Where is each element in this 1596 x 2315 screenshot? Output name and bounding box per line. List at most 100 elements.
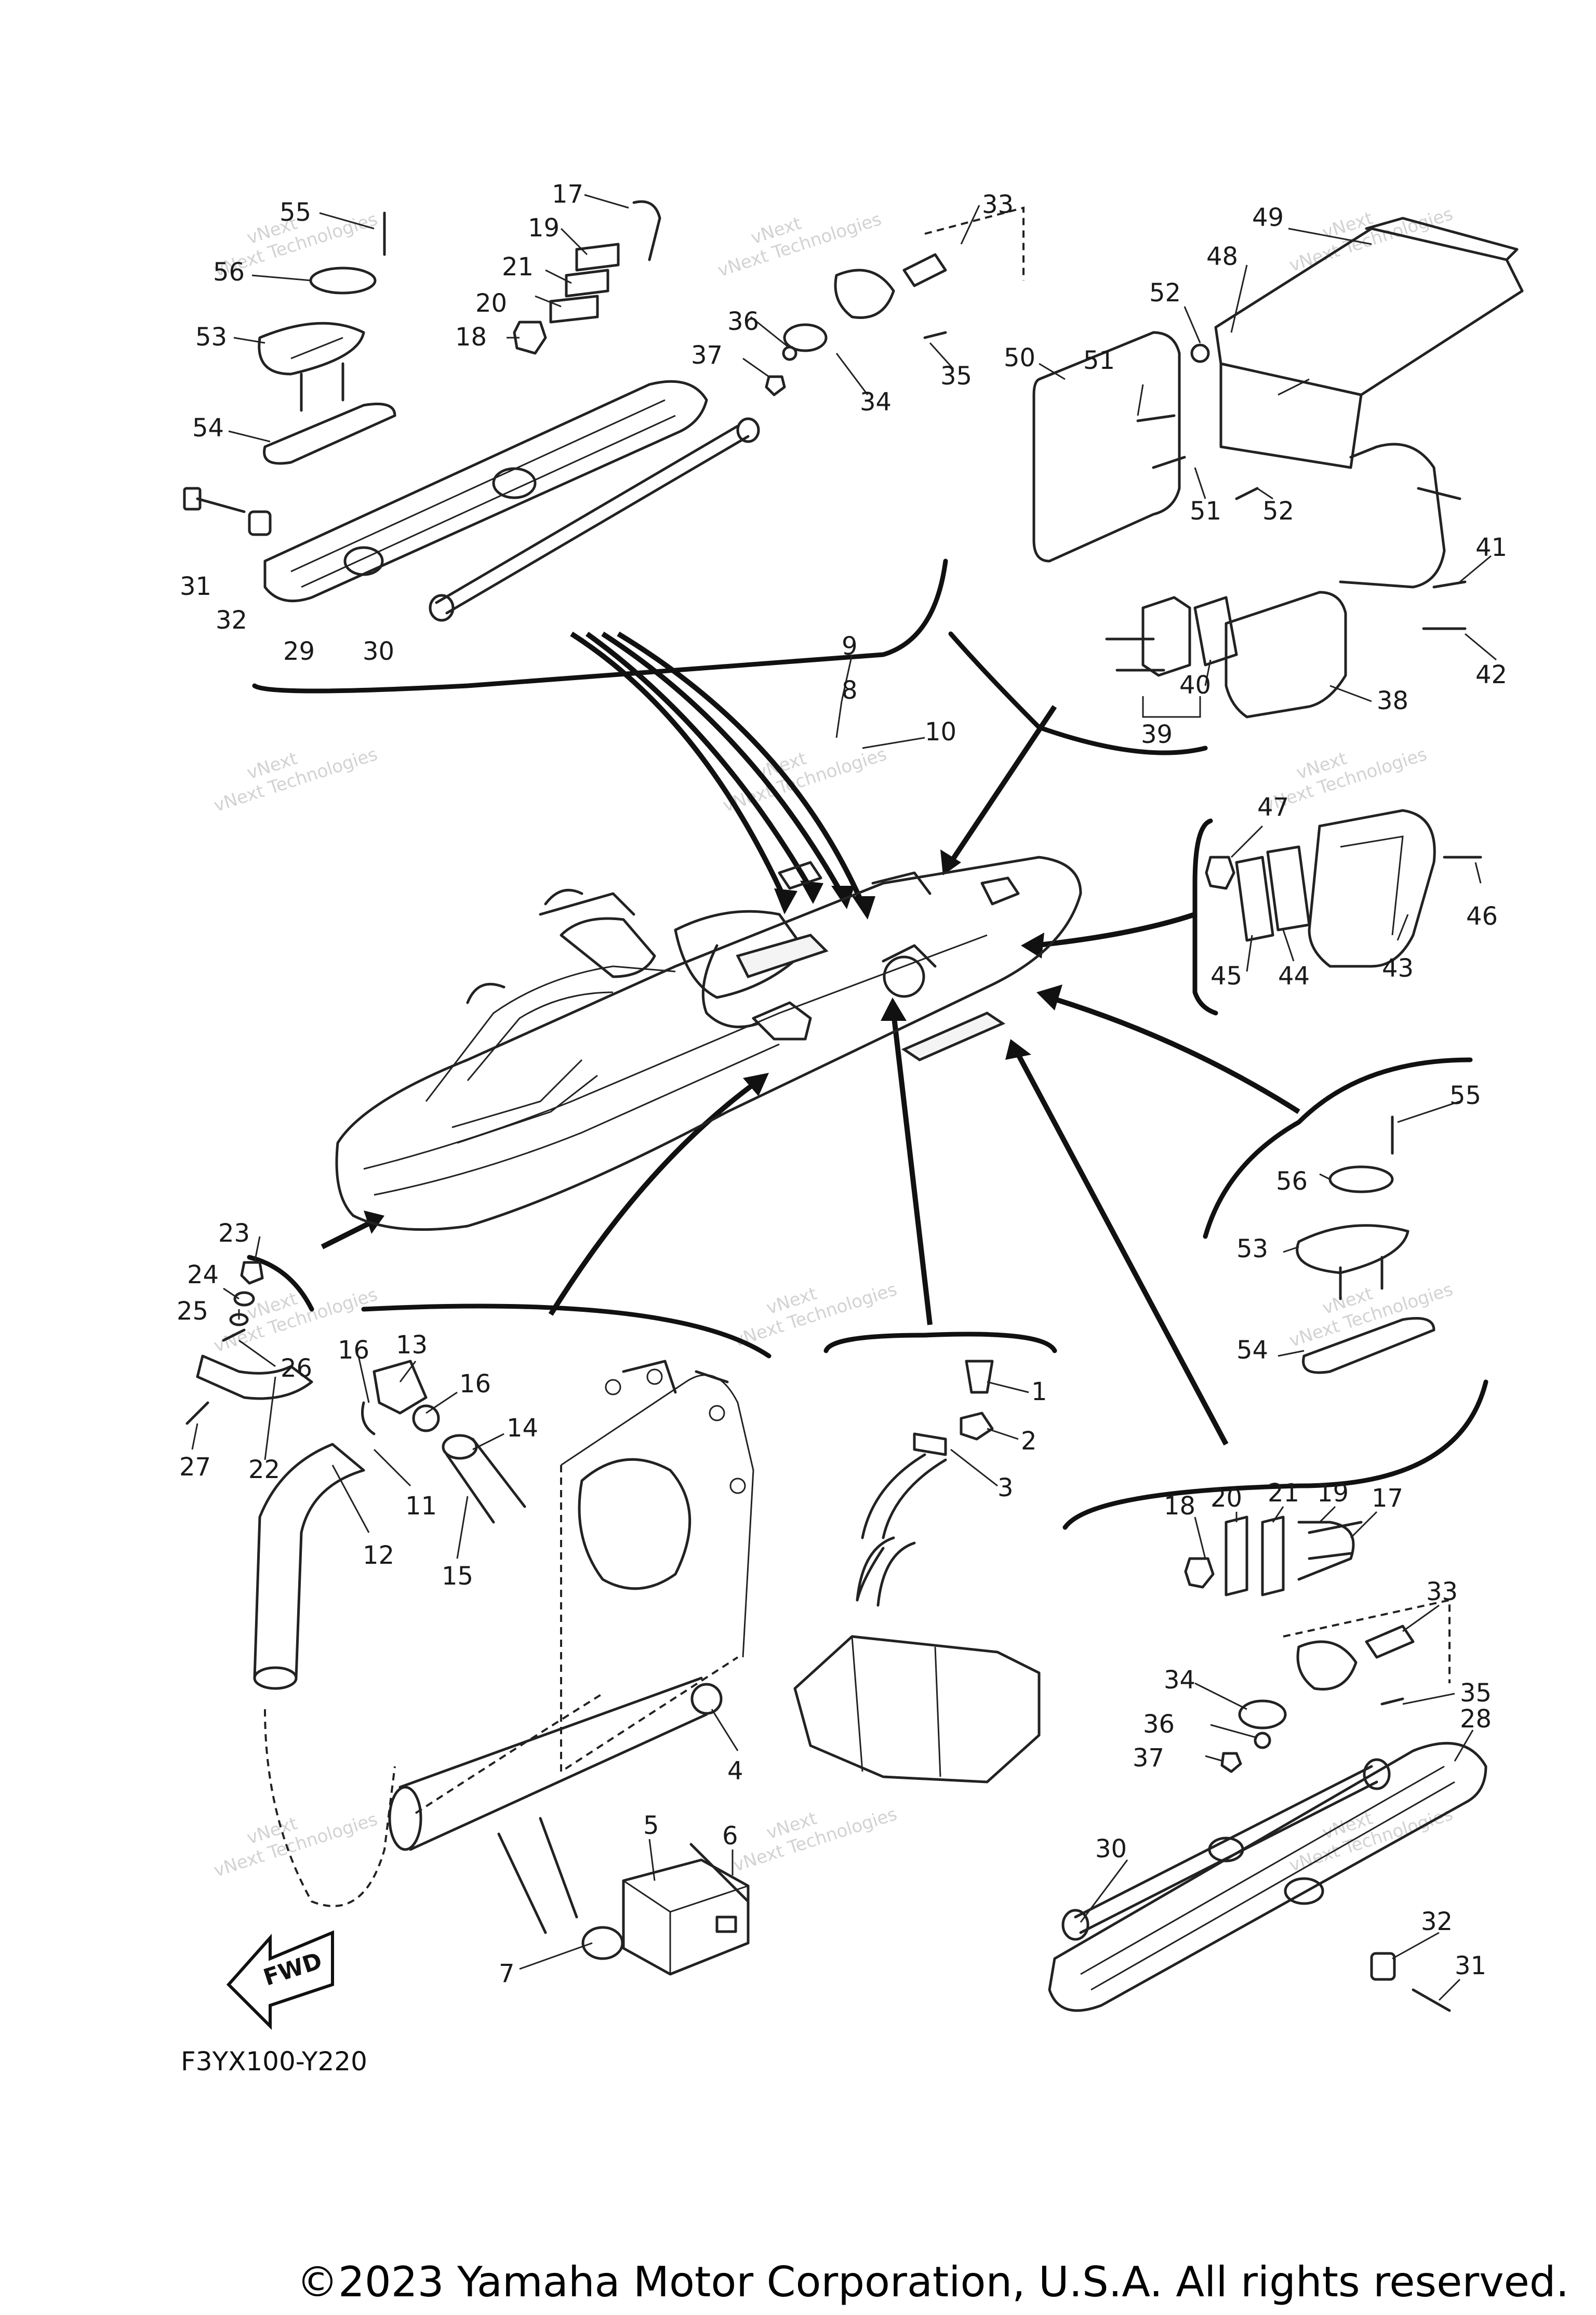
watermark-line3: vNext Technologies [211,744,380,817]
group-lower-right [1048,1515,1487,2012]
callout-39: 39 [1141,720,1173,749]
callout-55: 55 [280,198,311,227]
callout-14: 14 [507,1414,538,1443]
callout-30: 30 [1095,1834,1127,1864]
callout-13: 13 [396,1331,428,1360]
callout-33: 33 [982,190,1014,219]
callout-8: 8 [842,676,858,705]
callout-11: 11 [405,1492,437,1521]
callout-35: 35 [940,362,972,391]
callout-38: 38 [1377,686,1408,715]
callout-52: 52 [1262,497,1294,526]
callout-numbers: 55 56 53 54 31 32 29 30 17 19 21 20 18 3… [177,180,1507,1988]
bracket-top-right [948,631,1208,755]
group-control-box [622,1843,750,1976]
callout-17: 17 [1372,1484,1403,1513]
callout-23: 23 [218,1219,250,1248]
callout-56: 56 [1276,1167,1308,1196]
bracket-top-left [252,558,948,694]
callout-40: 40 [1179,671,1211,700]
bracket-left-bracket [247,1255,314,1312]
callout-21: 21 [502,252,534,282]
callout-10: 10 [925,717,956,747]
watermark-line3: vNext Technologies [731,1804,900,1877]
callout-37: 37 [691,341,723,370]
callout-45: 45 [1211,962,1242,991]
callout-54: 54 [192,414,224,443]
callout-34: 34 [860,388,892,417]
callout-2: 2 [1021,1427,1037,1456]
callout-43: 43 [1382,954,1414,983]
rail-part [263,380,708,603]
callout-22: 22 [248,1455,280,1484]
callout-3: 3 [998,1473,1014,1502]
group-brackets [247,558,1488,1530]
group-top-right [1032,217,1524,719]
callout-31: 31 [180,572,211,601]
callout-18: 18 [455,323,487,352]
callout-12: 12 [363,1541,394,1570]
callout-7: 7 [499,1959,515,1988]
callout-20: 20 [475,289,507,318]
callout-16: 16 [459,1369,491,1399]
callout-21: 21 [1268,1479,1299,1508]
copyright-notice: ©2023 Yamaha Motor Corporation, U.S.A. A… [297,2258,1569,2306]
callout-53: 53 [195,323,227,352]
pointer-arrows [321,631,1300,1446]
watermarks: vNext vNext Technologies vNext vNext Tec… [211,204,1456,1882]
watermark-line3: vNext Technologies [1287,1279,1456,1352]
fwd-arrow-icon: FWD [226,1930,334,2030]
callout-33: 33 [1426,1577,1458,1606]
callout-34: 34 [1164,1666,1195,1695]
callout-35: 35 [1460,1679,1492,1708]
callout-31: 31 [1455,1951,1486,1980]
callout-50: 50 [1004,343,1035,372]
callout-46: 46 [1466,902,1498,931]
bracket-mid-right [1192,818,1218,1016]
callout-37: 37 [1133,1744,1164,1773]
callout-27: 27 [179,1453,211,1482]
callout-54: 54 [1236,1336,1268,1365]
callout-32: 32 [216,606,247,635]
callout-30: 30 [363,637,394,666]
callout-56: 56 [213,258,245,287]
callout-48: 48 [1206,242,1238,271]
callout-15: 15 [442,1562,473,1591]
callout-9: 9 [842,632,858,661]
group-mid-right [1205,809,1482,968]
callout-29: 29 [283,637,315,666]
callout-19: 19 [1317,1479,1349,1508]
callout-5: 5 [643,1811,659,1840]
group-top-left [183,200,1025,622]
callout-47: 47 [1257,793,1289,822]
callout-32: 32 [1421,1907,1453,1936]
diagram-code: F3YX100-Y220 [181,2046,367,2077]
callout-17: 17 [552,180,583,209]
bracket-right-tailclip [1203,1057,1473,1239]
group-right-cleat [1296,1115,1435,1374]
watercraft-hull [335,856,1082,1231]
bracket-left-hoses [361,1303,772,1359]
bracket-center-nozzle [823,1332,1057,1353]
callout-41: 41 [1475,533,1507,562]
callout-6: 6 [722,1821,738,1851]
callout-1: 1 [1031,1377,1047,1406]
callout-44: 44 [1278,962,1310,991]
callout-20: 20 [1211,1484,1242,1513]
callout-36: 36 [1143,1710,1175,1739]
callout-51: 51 [1083,346,1115,375]
callout-25: 25 [177,1297,208,1326]
callout-55: 55 [1449,1081,1481,1110]
callout-19: 19 [528,214,560,243]
callout-36: 36 [727,307,759,336]
leader-lines [191,194,1497,2001]
group-center-housing [560,1360,1041,1784]
callout-49: 49 [1252,203,1284,232]
bracket-lower-right [1062,1379,1488,1530]
callout-4: 4 [727,1757,743,1786]
callout-52: 52 [1149,278,1181,308]
callout-16: 16 [338,1336,369,1365]
callout-18: 18 [1164,1492,1195,1521]
callout-53: 53 [1236,1234,1268,1263]
